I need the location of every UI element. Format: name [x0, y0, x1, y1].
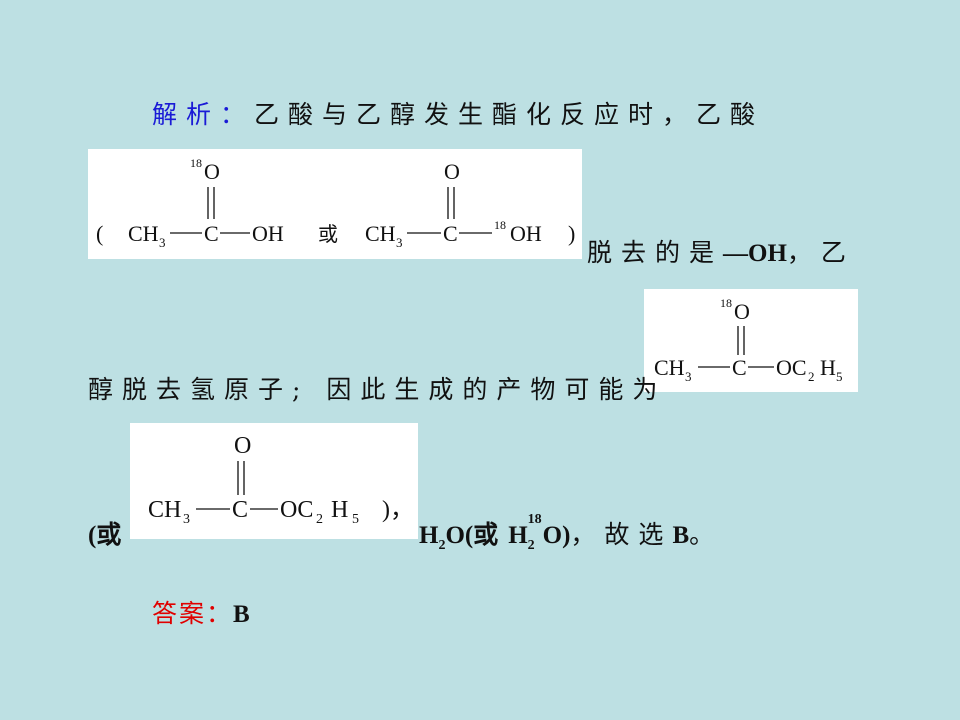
f1-ch: CH [128, 221, 159, 246]
f1-c: C [204, 221, 219, 246]
formula-acetic-acid-box: ( CH 3 C OH 18 O 或 CH 3 C O 18 OH ) [88, 149, 582, 259]
analysis-text-1: 乙酸与乙醇发生酯化反应时，乙酸 [254, 100, 765, 129]
f2-oh: OH [510, 221, 542, 246]
e2-ch: CH [148, 497, 181, 523]
f2-ch: CH [365, 221, 396, 246]
analysis-text-3: 醇脱去氢原子; 因此生成的产物可能为 [88, 375, 667, 404]
water-formula: H2O(或 [419, 522, 499, 553]
analysis-text-4: ，故选 [570, 520, 673, 549]
answer-line: 答案：B [152, 594, 250, 630]
period: 。 [689, 520, 717, 549]
e2-sub3: 3 [183, 512, 190, 527]
analysis-text-2-tail: ，乙 [786, 238, 855, 267]
e2-h: H [331, 497, 348, 523]
formula-ester-18o-box: 18 O CH 3 C OC 2 H 5 [644, 289, 858, 392]
e1-iso18: 18 [720, 296, 732, 310]
analysis-line-1: 解析：乙酸与乙醇发生酯化反应时，乙酸 [152, 95, 764, 131]
f1-iso18: 18 [190, 156, 202, 170]
answer-value: B [233, 601, 250, 628]
e1-h: H [820, 355, 836, 380]
f2-sub3: 3 [396, 235, 403, 250]
or-open: (或 [88, 522, 122, 549]
analysis-line-4-open: (或 [88, 515, 121, 551]
f1-o: O [204, 159, 220, 184]
bonds [196, 461, 278, 510]
f2-iso18: 18 [494, 218, 506, 232]
open-paren: ( [96, 221, 103, 246]
answer-label: 答案： [152, 599, 234, 628]
bonds [170, 187, 492, 234]
e2-sub2: 2 [316, 512, 323, 527]
e1-c: C [732, 355, 747, 380]
e1-sub2: 2 [808, 369, 815, 384]
oh-group: —OH [723, 240, 787, 267]
e1-oc: OC [776, 355, 807, 380]
e2-o: O [234, 433, 251, 459]
bonds [698, 326, 774, 368]
e2-c: C [232, 497, 248, 523]
analysis-text-2: 脱去的是 [587, 238, 724, 267]
f2-o: O [444, 159, 460, 184]
f2-c: C [443, 221, 458, 246]
e2-close: )， [382, 497, 414, 523]
or-word: 或 [318, 222, 338, 246]
formula-ester-box: O CH 3 C OC 2 H 5 )， [130, 423, 418, 539]
choice-letter: B [672, 522, 690, 549]
f1-oh: OH [252, 221, 284, 246]
analysis-line-3: 醇脱去氢原子; 因此生成的产物可能为 [88, 370, 666, 406]
e1-sub3: 3 [685, 369, 692, 384]
f1-sub3: 3 [159, 235, 166, 250]
e1-sub5: 5 [836, 369, 843, 384]
close-paren: ) [568, 221, 575, 246]
e2-sub5: 5 [352, 512, 359, 527]
analysis-label: 解析： [152, 100, 255, 129]
analysis-line-2: 脱去的是—OH，乙 [587, 233, 855, 269]
e2-oc: OC [280, 497, 313, 523]
e1-ch: CH [654, 355, 685, 380]
e1-o: O [734, 299, 750, 324]
